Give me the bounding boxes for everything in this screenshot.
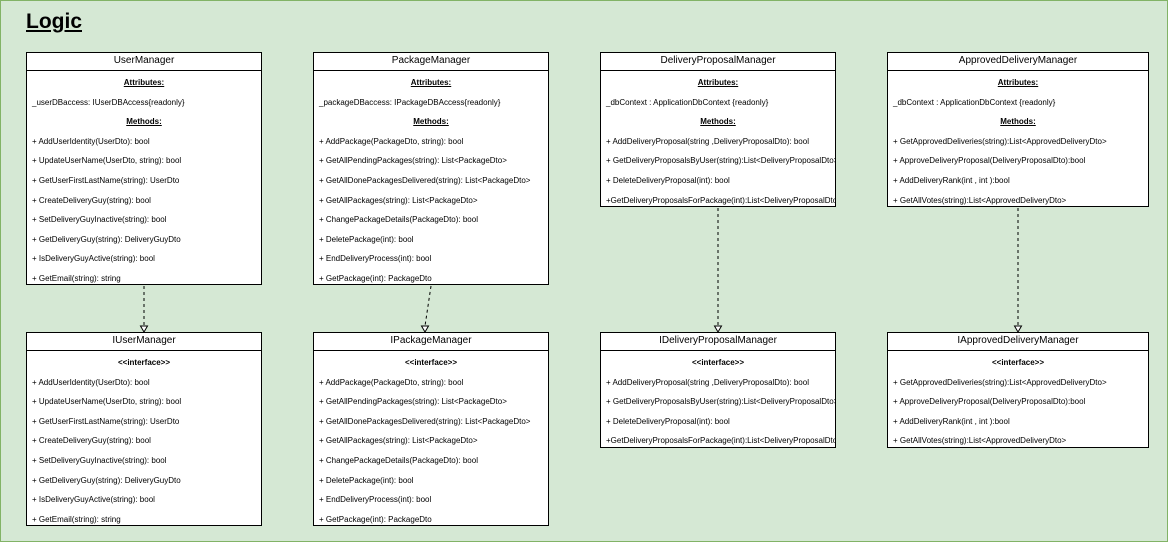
method: + GetAllPackages(string): List<PackageDt… [319, 436, 478, 446]
interface-name: IApprovedDeliveryManager [888, 333, 1148, 351]
diagram-title: Logic [26, 10, 82, 33]
method: + DeletePackage(int): bool [319, 475, 414, 485]
method: + GetApprovedDeliveries(string):List<App… [893, 136, 1107, 146]
class-delivery-proposal-manager[interactable]: DeliveryProposalManager Attributes: _dbC… [600, 52, 836, 207]
class-approved-delivery-manager[interactable]: ApprovedDeliveryManager Attributes: _dbC… [887, 52, 1149, 207]
class-name: UserManager [27, 53, 261, 71]
method: + GetEmail(string): string [32, 273, 121, 283]
method: + UpdateUserName(UserDto, string): bool [32, 397, 182, 407]
method: + GetAllDonePackagesDelivered(string): L… [319, 175, 531, 185]
method: + AddUserIdentity(UserDto): bool [32, 136, 150, 146]
method: + GetEmail(string): string [32, 514, 121, 524]
method: + DeleteDeliveryProposal(int): bool [606, 416, 730, 426]
class-name: ApprovedDeliveryManager [888, 53, 1148, 71]
class-name: DeliveryProposalManager [601, 53, 835, 71]
method: + CreateDeliveryGuy(string): bool [32, 195, 151, 205]
attribute: _dbContext : ApplicationDbContext {reado… [893, 97, 1056, 107]
stereotype-label: <<interface>> [691, 358, 745, 367]
interface-name: IDeliveryProposalManager [601, 333, 835, 351]
arrowhead-package [420, 325, 430, 333]
method: + DeletePackage(int): bool [319, 234, 414, 244]
methods-label: Methods: [700, 117, 736, 127]
method: + GetPackage(int): PackageDto [319, 273, 432, 283]
method: + GetAllVotes(string):List<ApprovedDeliv… [893, 436, 1067, 446]
method: + AddDeliveryRank(int , int ):bool [893, 416, 1010, 426]
interface-i-delivery-proposal-manager[interactable]: IDeliveryProposalManager <<interface>> +… [600, 332, 836, 448]
method: + DeleteDeliveryProposal(int): bool [606, 175, 730, 185]
stereotype-label: <<interface>> [117, 358, 171, 367]
method: + GetAllVotes(string):List<ApprovedDeliv… [893, 195, 1067, 205]
interface-name: IUserManager [27, 333, 261, 351]
method: + CreateDeliveryGuy(string): bool [32, 436, 151, 446]
method: + IsDeliveryGuyActive(string): bool [32, 495, 155, 505]
interface-name: IPackageManager [314, 333, 548, 351]
method: + AddUserIdentity(UserDto): bool [32, 377, 150, 387]
method: + GetDeliveryProposalsByUser(string):Lis… [606, 156, 836, 166]
attribute: _packageDBaccess: IPackageDBAccess{reado… [319, 97, 501, 107]
method: +GetDeliveryProposalsForPackage(int):Lis… [606, 436, 836, 446]
class-user-manager[interactable]: UserManager Attributes: _userDBaccess: I… [26, 52, 262, 285]
method: + EndDeliveryProcess(int): bool [319, 254, 432, 264]
method: + GetApprovedDeliveries(string):List<App… [893, 377, 1107, 387]
methods-label: Methods: [126, 117, 162, 127]
interface-i-approved-delivery-manager[interactable]: IApprovedDeliveryManager <<interface>> +… [887, 332, 1149, 448]
method: + AddDeliveryProposal(string ,DeliveryPr… [606, 377, 809, 387]
attributes-label: Attributes: [410, 78, 452, 87]
methods-label: Methods: [1000, 117, 1036, 127]
method: + EndDeliveryProcess(int): bool [319, 495, 432, 505]
method: + GetPackage(int): PackageDto [319, 514, 432, 524]
attributes-label: Attributes: [997, 78, 1039, 87]
method: + AddPackage(PackageDto, string): bool [319, 377, 464, 387]
method: + AddDeliveryRank(int , int ):bool [893, 175, 1010, 185]
attributes-label: Attributes: [697, 78, 739, 87]
interface-i-package-manager[interactable]: IPackageManager <<interface>> + AddPacka… [313, 332, 549, 526]
attributes-label: Attributes: [123, 78, 165, 87]
method: + AddPackage(PackageDto, string): bool [319, 136, 464, 146]
method: + GetDeliveryGuy(string): DeliveryGuyDto [32, 234, 181, 244]
arrowhead-approved-delivery [1013, 325, 1023, 333]
method: + UpdateUserName(UserDto, string): bool [32, 156, 182, 166]
method: + IsDeliveryGuyActive(string): bool [32, 254, 155, 264]
method: + GetDeliveryProposalsByUser(string):Lis… [606, 397, 836, 407]
method: + ApproveDeliveryProposal(DeliveryPropos… [893, 397, 1086, 407]
method: + GetAllPendingPackages(string): List<Pa… [319, 397, 507, 407]
realization-connector-package[interactable] [424, 285, 432, 327]
method: + ChangePackageDetails(PackageDto): bool [319, 455, 478, 465]
arrowhead-user [139, 325, 149, 333]
stereotype-label: <<interface>> [991, 358, 1045, 367]
arrowhead-delivery-proposal [713, 325, 723, 333]
method: + AddDeliveryProposal(string ,DeliveryPr… [606, 136, 809, 146]
method: + ChangePackageDetails(PackageDto): bool [319, 215, 478, 225]
method: + GetUserFirstLastName(string): UserDto [32, 175, 180, 185]
methods-label: Methods: [413, 117, 449, 127]
method: + GetDeliveryGuy(string): DeliveryGuyDto [32, 475, 181, 485]
method: + GetAllPackages(string): List<PackageDt… [319, 195, 478, 205]
interface-i-user-manager[interactable]: IUserManager <<interface>> + AddUserIden… [26, 332, 262, 526]
method: + GetAllDonePackagesDelivered(string): L… [319, 416, 531, 426]
stereotype-label: <<interface>> [404, 358, 458, 367]
attribute: _dbContext : ApplicationDbContext {reado… [606, 97, 769, 107]
class-package-manager[interactable]: PackageManager Attributes: _packageDBacc… [313, 52, 549, 285]
method: + GetAllPendingPackages(string): List<Pa… [319, 156, 507, 166]
method: + SetDeliveryGuyInactive(string): bool [32, 455, 167, 465]
method: + SetDeliveryGuyInactive(string): bool [32, 215, 167, 225]
attribute: _userDBaccess: IUserDBAccess{readonly} [32, 97, 185, 107]
class-name: PackageManager [314, 53, 548, 71]
method: + GetUserFirstLastName(string): UserDto [32, 416, 180, 426]
method: + ApproveDeliveryProposal(DeliveryPropos… [893, 156, 1086, 166]
method: +GetDeliveryProposalsForPackage(int):Lis… [606, 195, 836, 205]
